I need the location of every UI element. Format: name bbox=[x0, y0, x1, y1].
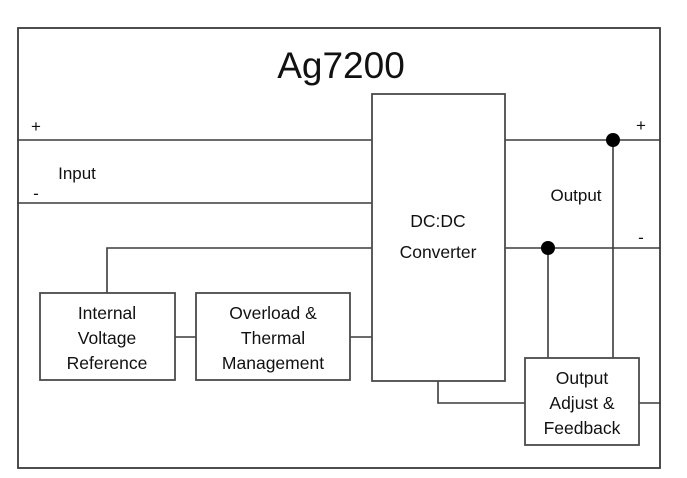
output-negative-sign: - bbox=[638, 228, 644, 247]
output-adjust-feedback-label-line3: Feedback bbox=[544, 418, 621, 438]
overload-thermal-management-label-line3: Management bbox=[222, 353, 324, 373]
output-positive-junction bbox=[606, 133, 620, 147]
output-negative-junction bbox=[541, 241, 555, 255]
overload-thermal-management-block[interactable] bbox=[195, 292, 351, 381]
page-title: Ag7200 bbox=[277, 45, 405, 86]
reference-feed-wire bbox=[106, 247, 373, 294]
internal-voltage-reference-label-line3: Reference bbox=[67, 353, 148, 373]
overload-thermal-management-label-line2: Thermal bbox=[241, 328, 305, 348]
internal-voltage-reference-block[interactable] bbox=[39, 292, 176, 381]
block-layer bbox=[39, 93, 640, 446]
input-label: Input bbox=[58, 164, 96, 183]
input-positive-sign: + bbox=[31, 117, 41, 136]
internal-voltage-reference-label-line2: Voltage bbox=[78, 328, 136, 348]
wire-layer bbox=[17, 139, 661, 404]
output-adjust-feedback-block[interactable] bbox=[524, 357, 640, 446]
dcdc-converter-label-line2: Converter bbox=[400, 242, 477, 262]
dcdc-converter-block[interactable] bbox=[371, 93, 506, 382]
input-negative-sign: - bbox=[33, 184, 39, 203]
output-label: Output bbox=[550, 186, 601, 205]
internal-voltage-reference-label-line1: Internal bbox=[78, 303, 136, 323]
dcdc-converter-label-line1: DC:DC bbox=[410, 211, 465, 231]
output-adjust-feedback-label-line1: Output bbox=[556, 368, 609, 388]
output-adjust-feedback-label-line2: Adjust & bbox=[549, 393, 614, 413]
junction-layer bbox=[541, 133, 620, 255]
output-positive-sign: + bbox=[636, 116, 646, 135]
overload-thermal-management-label-line1: Overload & bbox=[229, 303, 317, 323]
converter-feedback-wire bbox=[437, 380, 526, 404]
